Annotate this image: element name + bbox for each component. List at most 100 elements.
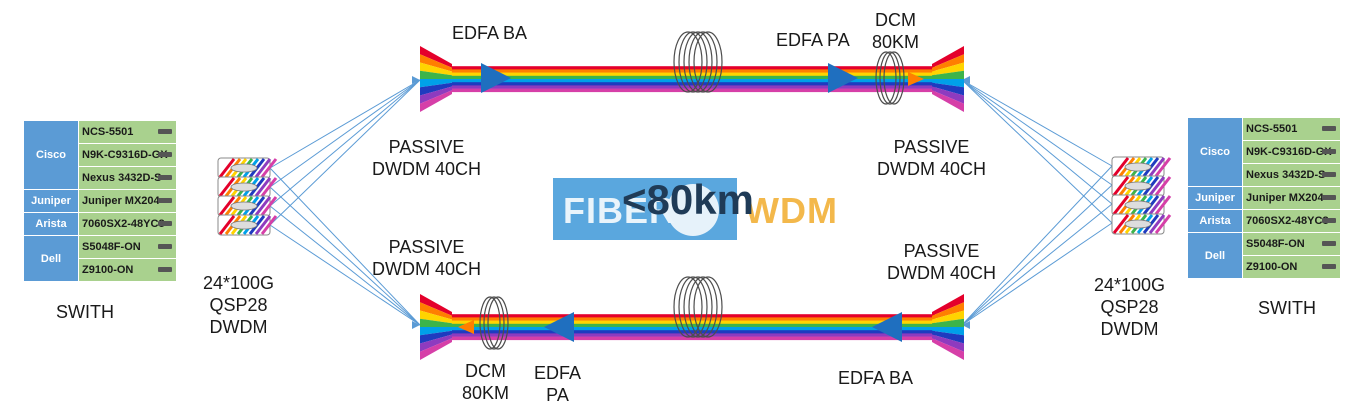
model-cell: Z9100-ON	[78, 259, 176, 282]
qsfp-latch	[1124, 181, 1152, 191]
switch-device-icon	[1322, 126, 1336, 131]
spool-loop	[678, 276, 708, 338]
qsfp-stripe	[260, 177, 278, 197]
connection-line	[961, 79, 1113, 186]
spool-loop	[673, 276, 703, 338]
qsfp-stack-left	[217, 157, 278, 236]
model-cell: Juniper MX204	[78, 190, 176, 213]
edfa-pa-bottom-icon	[544, 312, 574, 342]
qsfp-latch	[1124, 219, 1152, 229]
fan-stripe	[420, 86, 452, 104]
switch-device-icon	[1322, 172, 1336, 177]
model-cell: N9K-C9316D-GX	[78, 144, 176, 167]
arrow-into-mux-bottom	[458, 320, 474, 334]
spool-loop	[673, 31, 703, 93]
spectrum-stripe	[452, 69, 935, 73]
connection-line	[269, 79, 421, 169]
connection-line	[269, 186, 421, 326]
model-cell: Nexus 3432D-S	[78, 167, 176, 190]
qsfp-stripe	[260, 215, 278, 235]
fan-stripe	[932, 79, 964, 88]
switch-device-icon	[158, 175, 172, 180]
connection-line	[269, 79, 421, 226]
spool-loop	[683, 31, 713, 93]
vendor-cell: Arista	[24, 213, 78, 236]
qsfp-latch	[230, 163, 258, 173]
model-cell: N9K-C9316D-GX	[1242, 141, 1340, 164]
connection-line	[269, 167, 421, 326]
qsfp-stripe	[1154, 195, 1172, 215]
qsfp-stripe	[1148, 214, 1166, 234]
model-cell: Juniper MX204	[1242, 187, 1340, 210]
model-cell: S5048F-ON	[78, 236, 176, 259]
spectrum-stripe	[452, 79, 935, 83]
spool-loop	[693, 276, 723, 338]
model-cell: S5048F-ON	[1242, 233, 1340, 256]
edfa-ba-top-icon	[481, 63, 511, 93]
qsfp-latch	[230, 220, 258, 230]
switch-row: Cisco NCS-5501	[24, 121, 176, 190]
fan-stripe	[932, 90, 964, 112]
spectrum-stripe	[452, 336, 935, 341]
spool-loop	[688, 276, 718, 338]
qsfp-stack-right	[1111, 156, 1172, 235]
vendor-cell: Cisco	[1188, 118, 1242, 187]
connection-line	[961, 79, 1113, 205]
vendor-cell: Juniper	[1188, 187, 1242, 210]
qsfp-stripe	[254, 177, 272, 197]
connection-line	[961, 203, 1113, 326]
model-name: NCS-5501	[82, 126, 134, 138]
switch-row: Z9100-ON	[24, 259, 176, 282]
switch-row: Nexus 3432D-S	[24, 167, 176, 190]
vendor-cell: Cisco	[24, 121, 78, 190]
switch-row: N9K-C9316D-GX	[1188, 141, 1340, 164]
switch-device-icon	[158, 221, 172, 226]
links-right-bottom	[961, 165, 1113, 329]
qsfp-stripe	[1154, 157, 1172, 177]
qsfp-stripe	[218, 177, 236, 197]
model-name: Z9100-ON	[1246, 261, 1298, 273]
links-left-top	[269, 76, 421, 226]
qsfp-stripe	[1154, 176, 1172, 196]
qsfp-latch	[230, 182, 258, 192]
qsfp-stripe	[218, 196, 236, 216]
watermark-wdm-text: WDM	[745, 190, 838, 231]
model-cell: NCS-5501	[1242, 118, 1340, 141]
spectrum-stripe	[452, 317, 935, 321]
model-cell: NCS-5501	[78, 121, 176, 144]
spectrum-stripe	[452, 323, 935, 328]
fan-stripe	[932, 334, 964, 352]
switch-device-icon	[1322, 149, 1336, 154]
fan-stripe	[420, 90, 452, 112]
spectrum-stripe	[452, 66, 935, 70]
watermark-fiber-text: FIBER	[563, 190, 676, 231]
connection-line	[269, 79, 421, 207]
vendor-cell: Arista	[1188, 210, 1242, 233]
model-cell: Nexus 3432D-S	[1242, 164, 1340, 187]
mux-top-left	[420, 46, 452, 112]
qsfp-latch	[1124, 162, 1152, 172]
spectrum-stripe	[452, 314, 935, 318]
qsfp-stripe	[1148, 195, 1166, 215]
switch-row: Nexus 3432D-S	[1188, 164, 1340, 187]
switch-device-icon	[1322, 195, 1336, 200]
edfa-ba-bottom-icon	[872, 312, 902, 342]
arrow-into-mux-top	[908, 72, 924, 86]
spectrum-stripe	[452, 320, 935, 325]
connection-line	[961, 222, 1113, 326]
spool-loop	[683, 276, 713, 338]
qsfp-stripe	[254, 196, 272, 216]
dcm-bottom-icon	[479, 296, 509, 350]
top-fiber-trunk	[452, 66, 935, 93]
spool-loop	[487, 296, 509, 350]
qsfp-stripe	[218, 215, 236, 235]
dcm-top-icon	[875, 51, 905, 105]
spool-loop	[688, 31, 718, 93]
